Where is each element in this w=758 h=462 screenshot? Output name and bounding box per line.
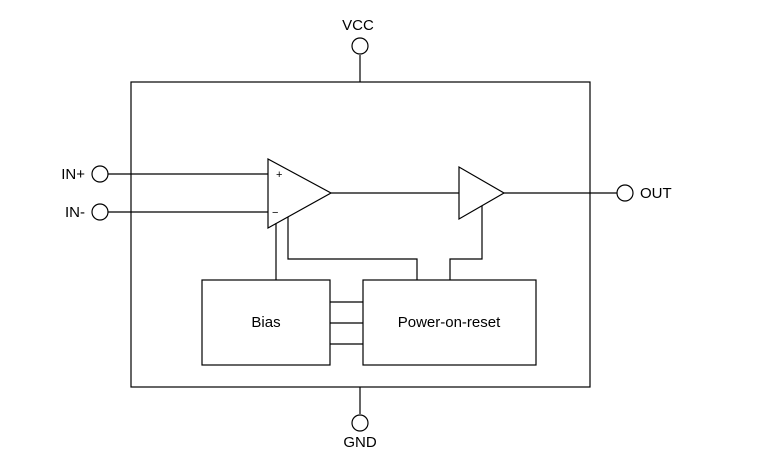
bias-block <box>201 279 331 366</box>
gnd-label: GND <box>343 434 377 451</box>
power-on-reset-label: Power-on-reset <box>398 314 501 331</box>
comparator-to-por-wire <box>287 217 418 280</box>
buffer-to-por-wire <box>449 206 483 280</box>
plus-symbol: + <box>276 169 282 181</box>
in-plus-label: IN+ <box>61 166 85 183</box>
gnd-pin-terminal <box>351 414 369 432</box>
out-label: OUT <box>640 185 672 202</box>
vcc-pin-terminal <box>351 37 369 55</box>
out-pin-terminal <box>616 184 634 202</box>
minus-symbol: − <box>272 207 278 219</box>
bias-label: Bias <box>251 314 280 331</box>
in-plus-pin-terminal <box>91 165 109 183</box>
in-minus-pin-terminal <box>91 203 109 221</box>
in-minus-label: IN- <box>65 204 85 221</box>
comparator-triangle <box>267 157 333 230</box>
vcc-label: VCC <box>342 17 374 34</box>
